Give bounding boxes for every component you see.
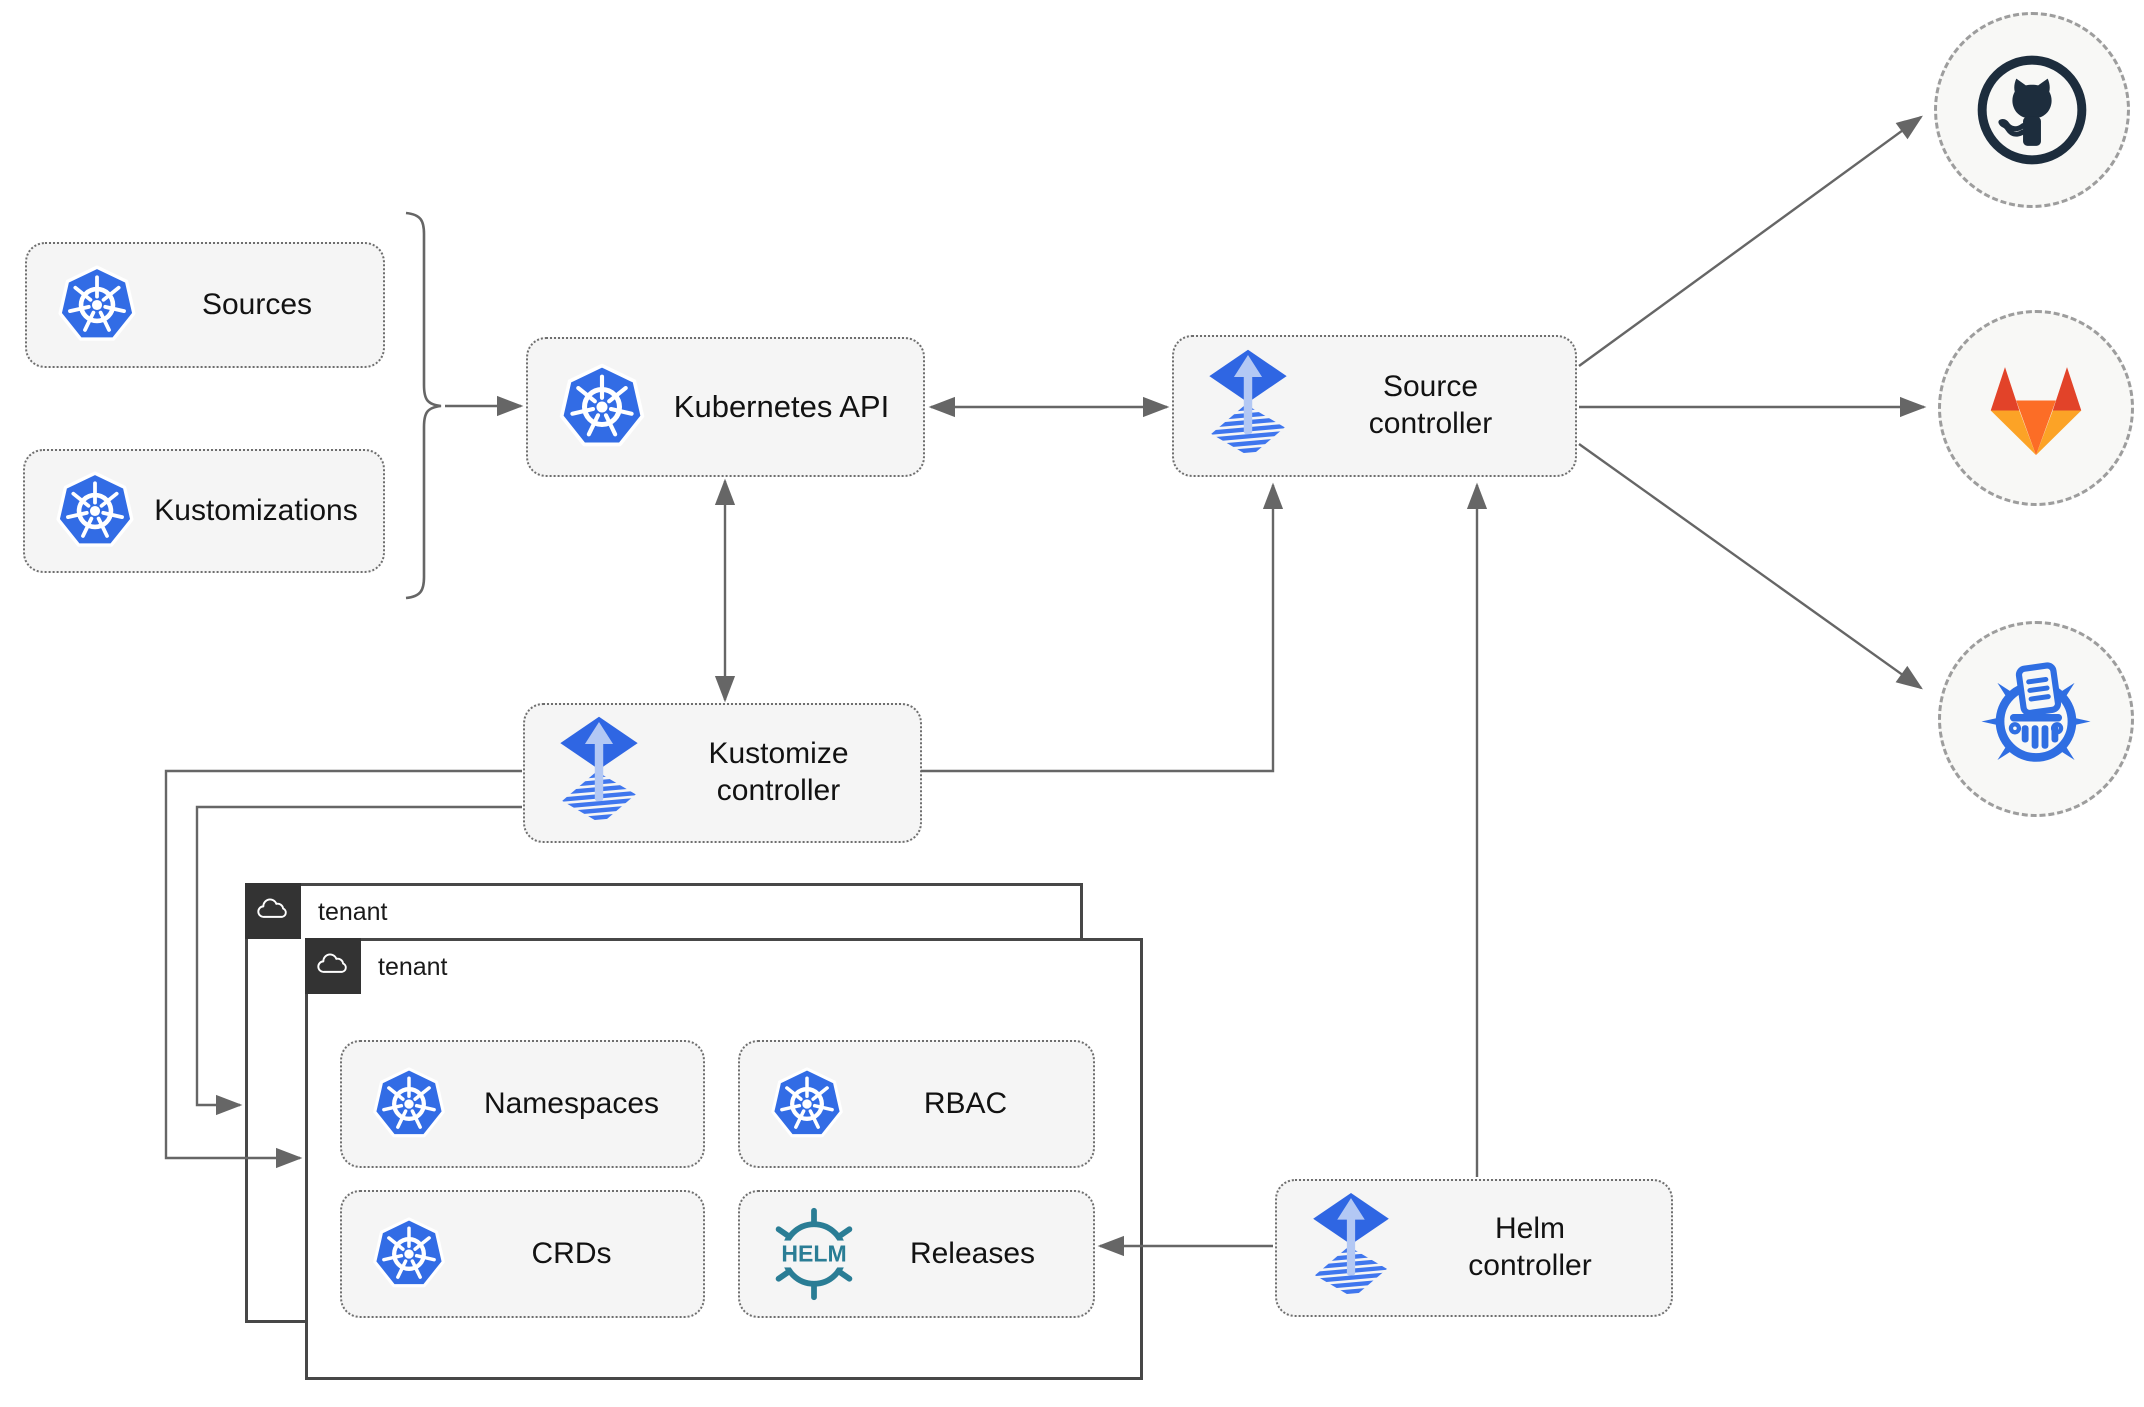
brace-sources-kustomizations [405, 211, 442, 600]
arrow-source-controller-to-github [1578, 115, 1923, 367]
tenant-label: tenant [378, 953, 448, 981]
source-controller-node: Source controller [1172, 335, 1577, 477]
flux-icon [1196, 348, 1300, 464]
github-endpoint [1934, 12, 2130, 208]
releases-node: HELM Releases [738, 1190, 1095, 1318]
helm-repository-endpoint [1938, 621, 2134, 817]
tenant-label: tenant [318, 898, 388, 926]
kubernetes-api-node: Kubernetes API [526, 337, 925, 477]
node-label: Releases [909, 1236, 1036, 1270]
node-label: RBAC [923, 1086, 1008, 1120]
flux-icon [1299, 1191, 1403, 1305]
github-icon [1977, 55, 2087, 165]
kubernetes-icon [364, 1065, 454, 1143]
gitlab-icon [1990, 367, 2082, 456]
namespaces-node: Namespaces [340, 1040, 705, 1168]
kubernetes-icon [47, 469, 143, 553]
node-label: Helm controller [1468, 1212, 1592, 1282]
chart-repository-icon [1981, 662, 2091, 762]
kustomizations-node: Kustomizations [23, 449, 385, 573]
sources-node: Sources [25, 242, 385, 368]
flux-icon [547, 715, 651, 831]
cloud-icon [305, 938, 361, 994]
helm-icon: HELM [762, 1206, 866, 1302]
arrow-kustomize-to-source-controller [921, 482, 1284, 773]
helm-controller-node: Helm controller [1275, 1179, 1673, 1317]
kubernetes-icon [364, 1215, 454, 1293]
kubernetes-icon [49, 263, 145, 347]
node-label: Kustomize controller [708, 737, 849, 807]
arrow-source-controller-to-helm-repository [1578, 443, 1923, 690]
node-label: Sources [201, 287, 313, 321]
node-label: Kubernetes API [673, 389, 890, 425]
node-label: CRDs [531, 1236, 612, 1270]
kubernetes-icon [550, 361, 654, 453]
gitlab-endpoint [1938, 310, 2134, 506]
node-label: Namespaces [483, 1086, 660, 1120]
kubernetes-icon [762, 1065, 852, 1143]
cloud-icon [245, 883, 301, 939]
node-label: Source controller [1368, 370, 1493, 440]
kustomize-controller-node: Kustomize controller [523, 703, 922, 843]
node-label: Kustomizations [154, 493, 358, 527]
helm-logo-text: HELM [781, 1241, 846, 1267]
rbac-node: RBAC [738, 1040, 1095, 1168]
crds-node: CRDs [340, 1190, 705, 1318]
